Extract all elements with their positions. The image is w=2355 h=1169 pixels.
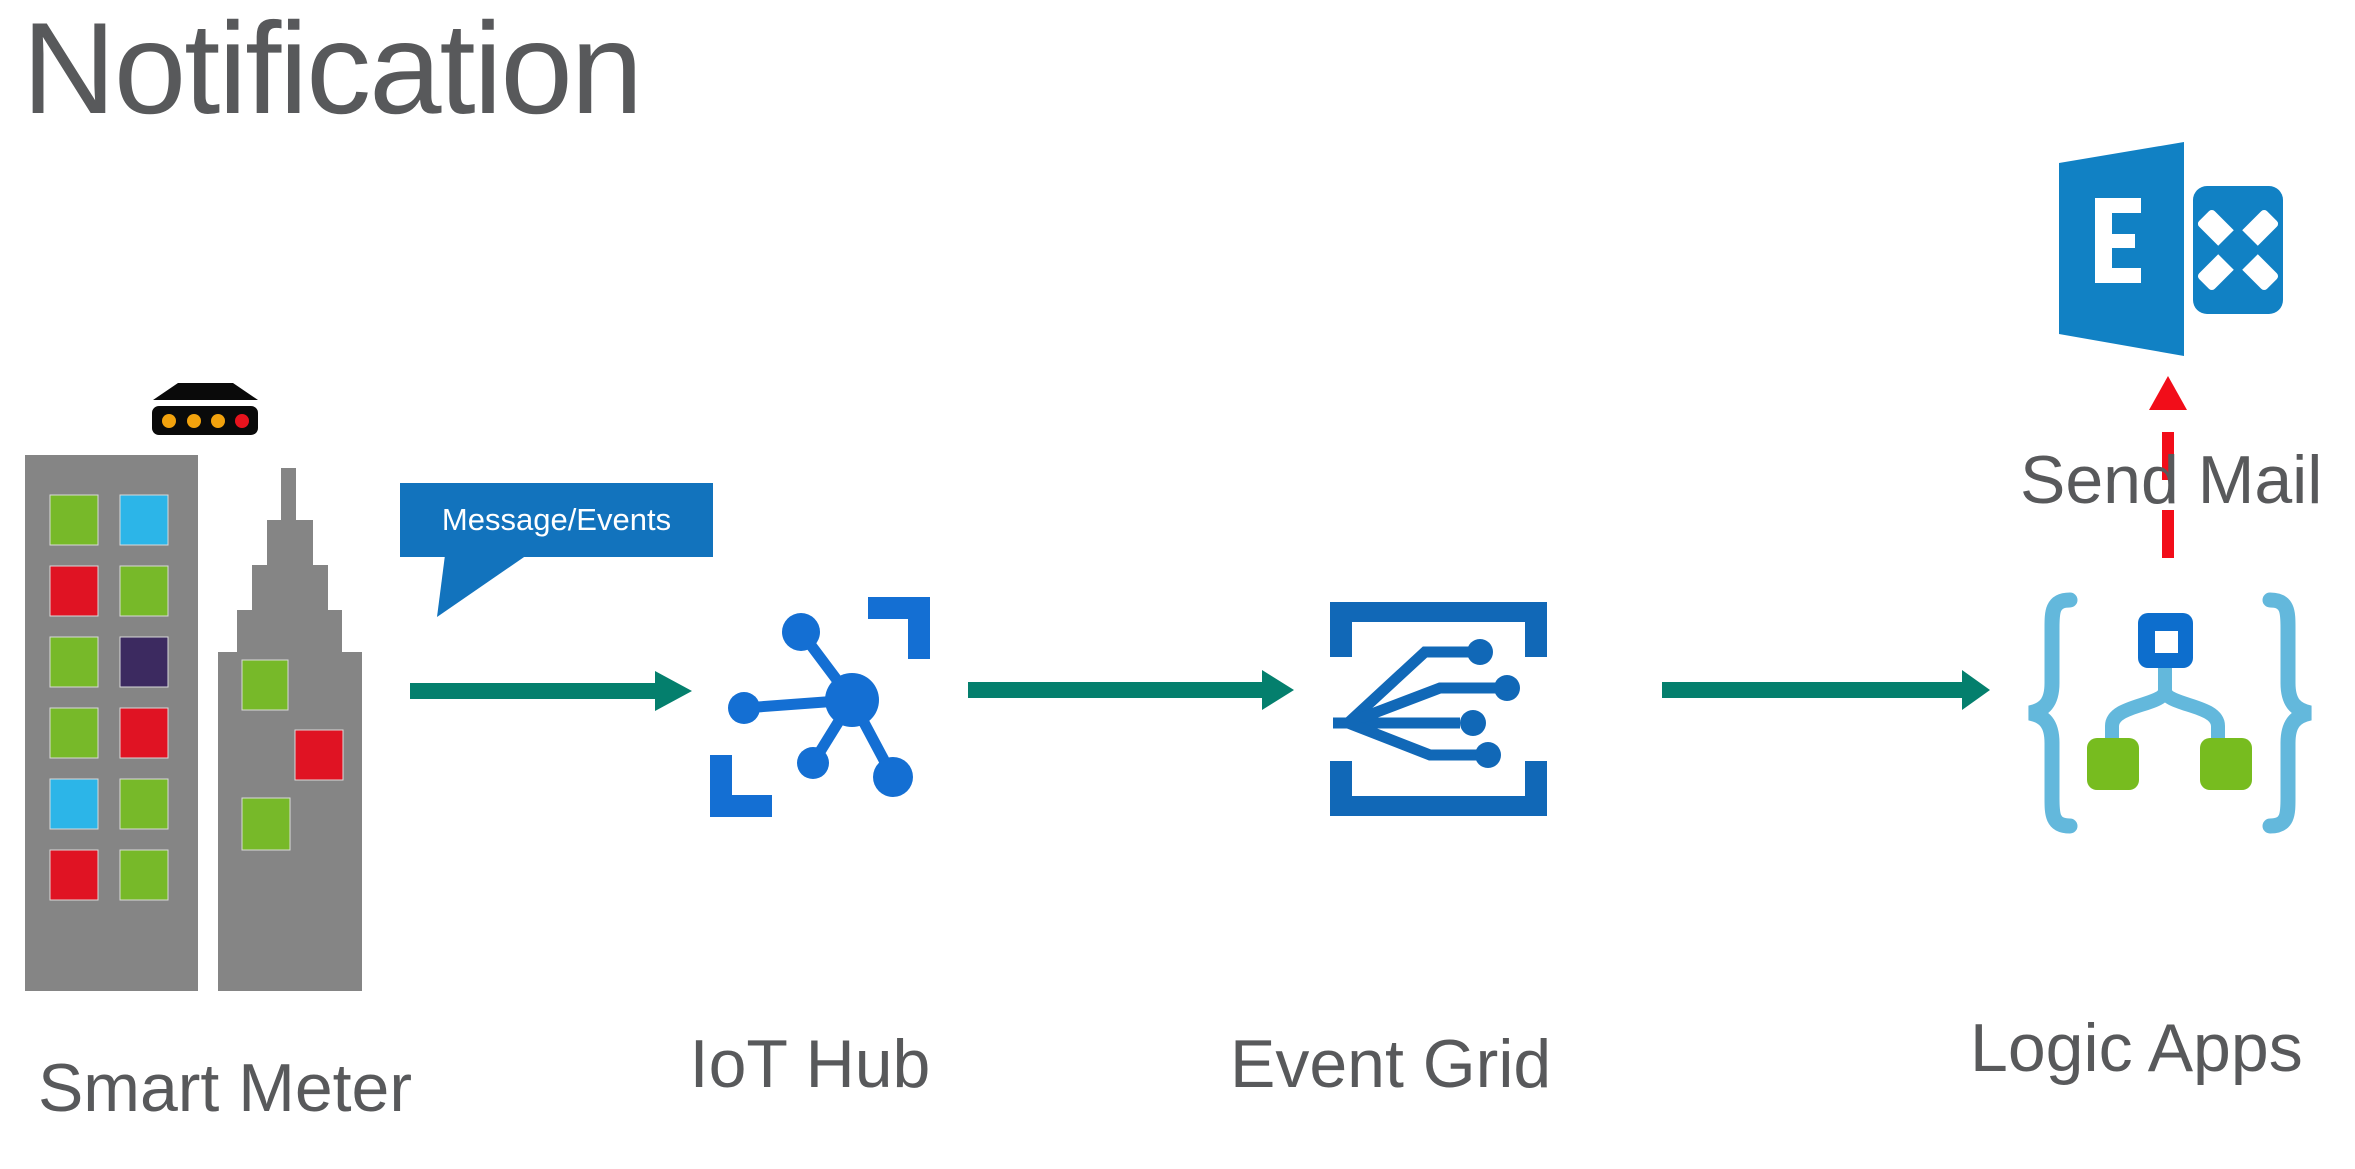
building-left xyxy=(25,455,198,991)
smart-meter-label: Smart Meter xyxy=(37,1050,413,1126)
flow-arrow-3 xyxy=(1662,670,1990,710)
flow-arrow-1 xyxy=(410,671,692,711)
message-events-bubble xyxy=(400,483,713,617)
event-grid-label: Event Grid xyxy=(1230,1026,1552,1102)
iot-hub-icon xyxy=(710,597,930,817)
building-windows xyxy=(49,494,169,901)
logic-apps-icon xyxy=(2028,592,2312,834)
flow-arrow-2 xyxy=(968,670,1294,710)
send-mail-label: Send Mail xyxy=(2020,442,2323,518)
left-brace xyxy=(2028,592,2078,834)
event-grid-icon xyxy=(1330,602,1547,816)
smart-meter-illustration xyxy=(25,383,362,991)
message-events-label: Message/Events xyxy=(441,502,672,537)
building-right xyxy=(218,468,362,991)
logic-apps-label: Logic Apps xyxy=(1970,1010,2303,1086)
exchange-pinwheel xyxy=(2197,209,2279,291)
page-title: Notification xyxy=(22,0,643,141)
exchange-icon xyxy=(2059,142,2283,356)
send-mail-arrow xyxy=(2149,376,2187,558)
meter-device-icon xyxy=(152,383,258,435)
right-brace xyxy=(2262,592,2312,834)
exchange-letter-e xyxy=(2095,198,2141,283)
iot-hub-label: IoT Hub xyxy=(689,1026,931,1102)
